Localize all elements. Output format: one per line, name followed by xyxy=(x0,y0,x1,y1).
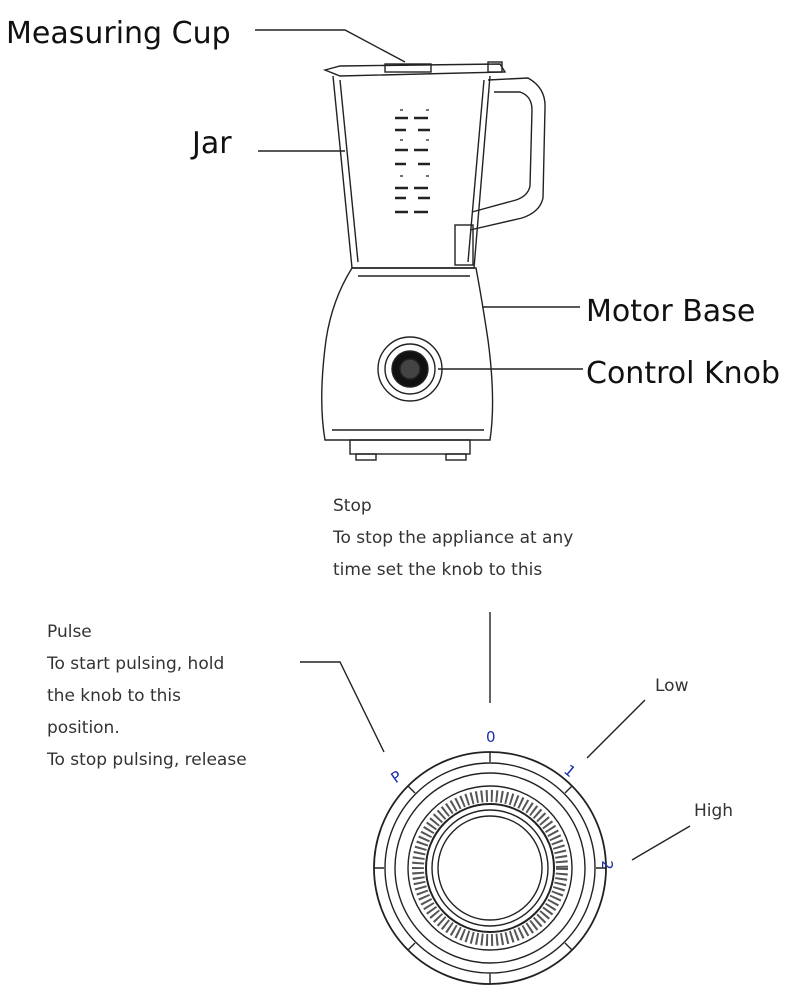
leader-measuring-cup xyxy=(255,29,406,63)
control-knob-label: Control Knob xyxy=(586,356,781,391)
jar-lid xyxy=(322,63,507,77)
pulse-line-3: position. xyxy=(47,718,120,738)
leader-pulse xyxy=(300,661,385,753)
leader-high xyxy=(631,825,691,861)
measuring-cup-label: Measuring Cup xyxy=(6,16,231,51)
stop-line-1: To stop the appliance at any xyxy=(333,528,574,548)
measuring-cup-cap xyxy=(384,63,432,73)
knob-mark-2: 2 xyxy=(597,860,616,870)
motor-base xyxy=(321,267,494,441)
jar-body xyxy=(332,75,491,269)
high-label: High xyxy=(694,801,734,821)
stop-line-2: time set the knob to this xyxy=(333,560,543,580)
jar-handle xyxy=(469,77,546,231)
leader-low xyxy=(586,699,646,759)
low-label: Low xyxy=(655,676,689,696)
pulse-title: Pulse xyxy=(47,622,92,642)
knob-mark-0: 0 xyxy=(486,728,496,746)
stop-description: Stop To stop the appliance at any time s… xyxy=(333,490,573,586)
pulse-line-4: To stop pulsing, release xyxy=(47,750,247,770)
pulse-line-2: the knob to this xyxy=(47,686,182,706)
stop-title: Stop xyxy=(333,496,372,516)
jar-label: Jar xyxy=(192,126,232,161)
pulse-line-1: To start pulsing, hold xyxy=(47,654,225,674)
motor-base-label: Motor Base xyxy=(586,294,756,329)
control-knob-detail xyxy=(373,751,607,985)
pulse-description: Pulse To start pulsing, hold the knob to… xyxy=(47,616,247,776)
